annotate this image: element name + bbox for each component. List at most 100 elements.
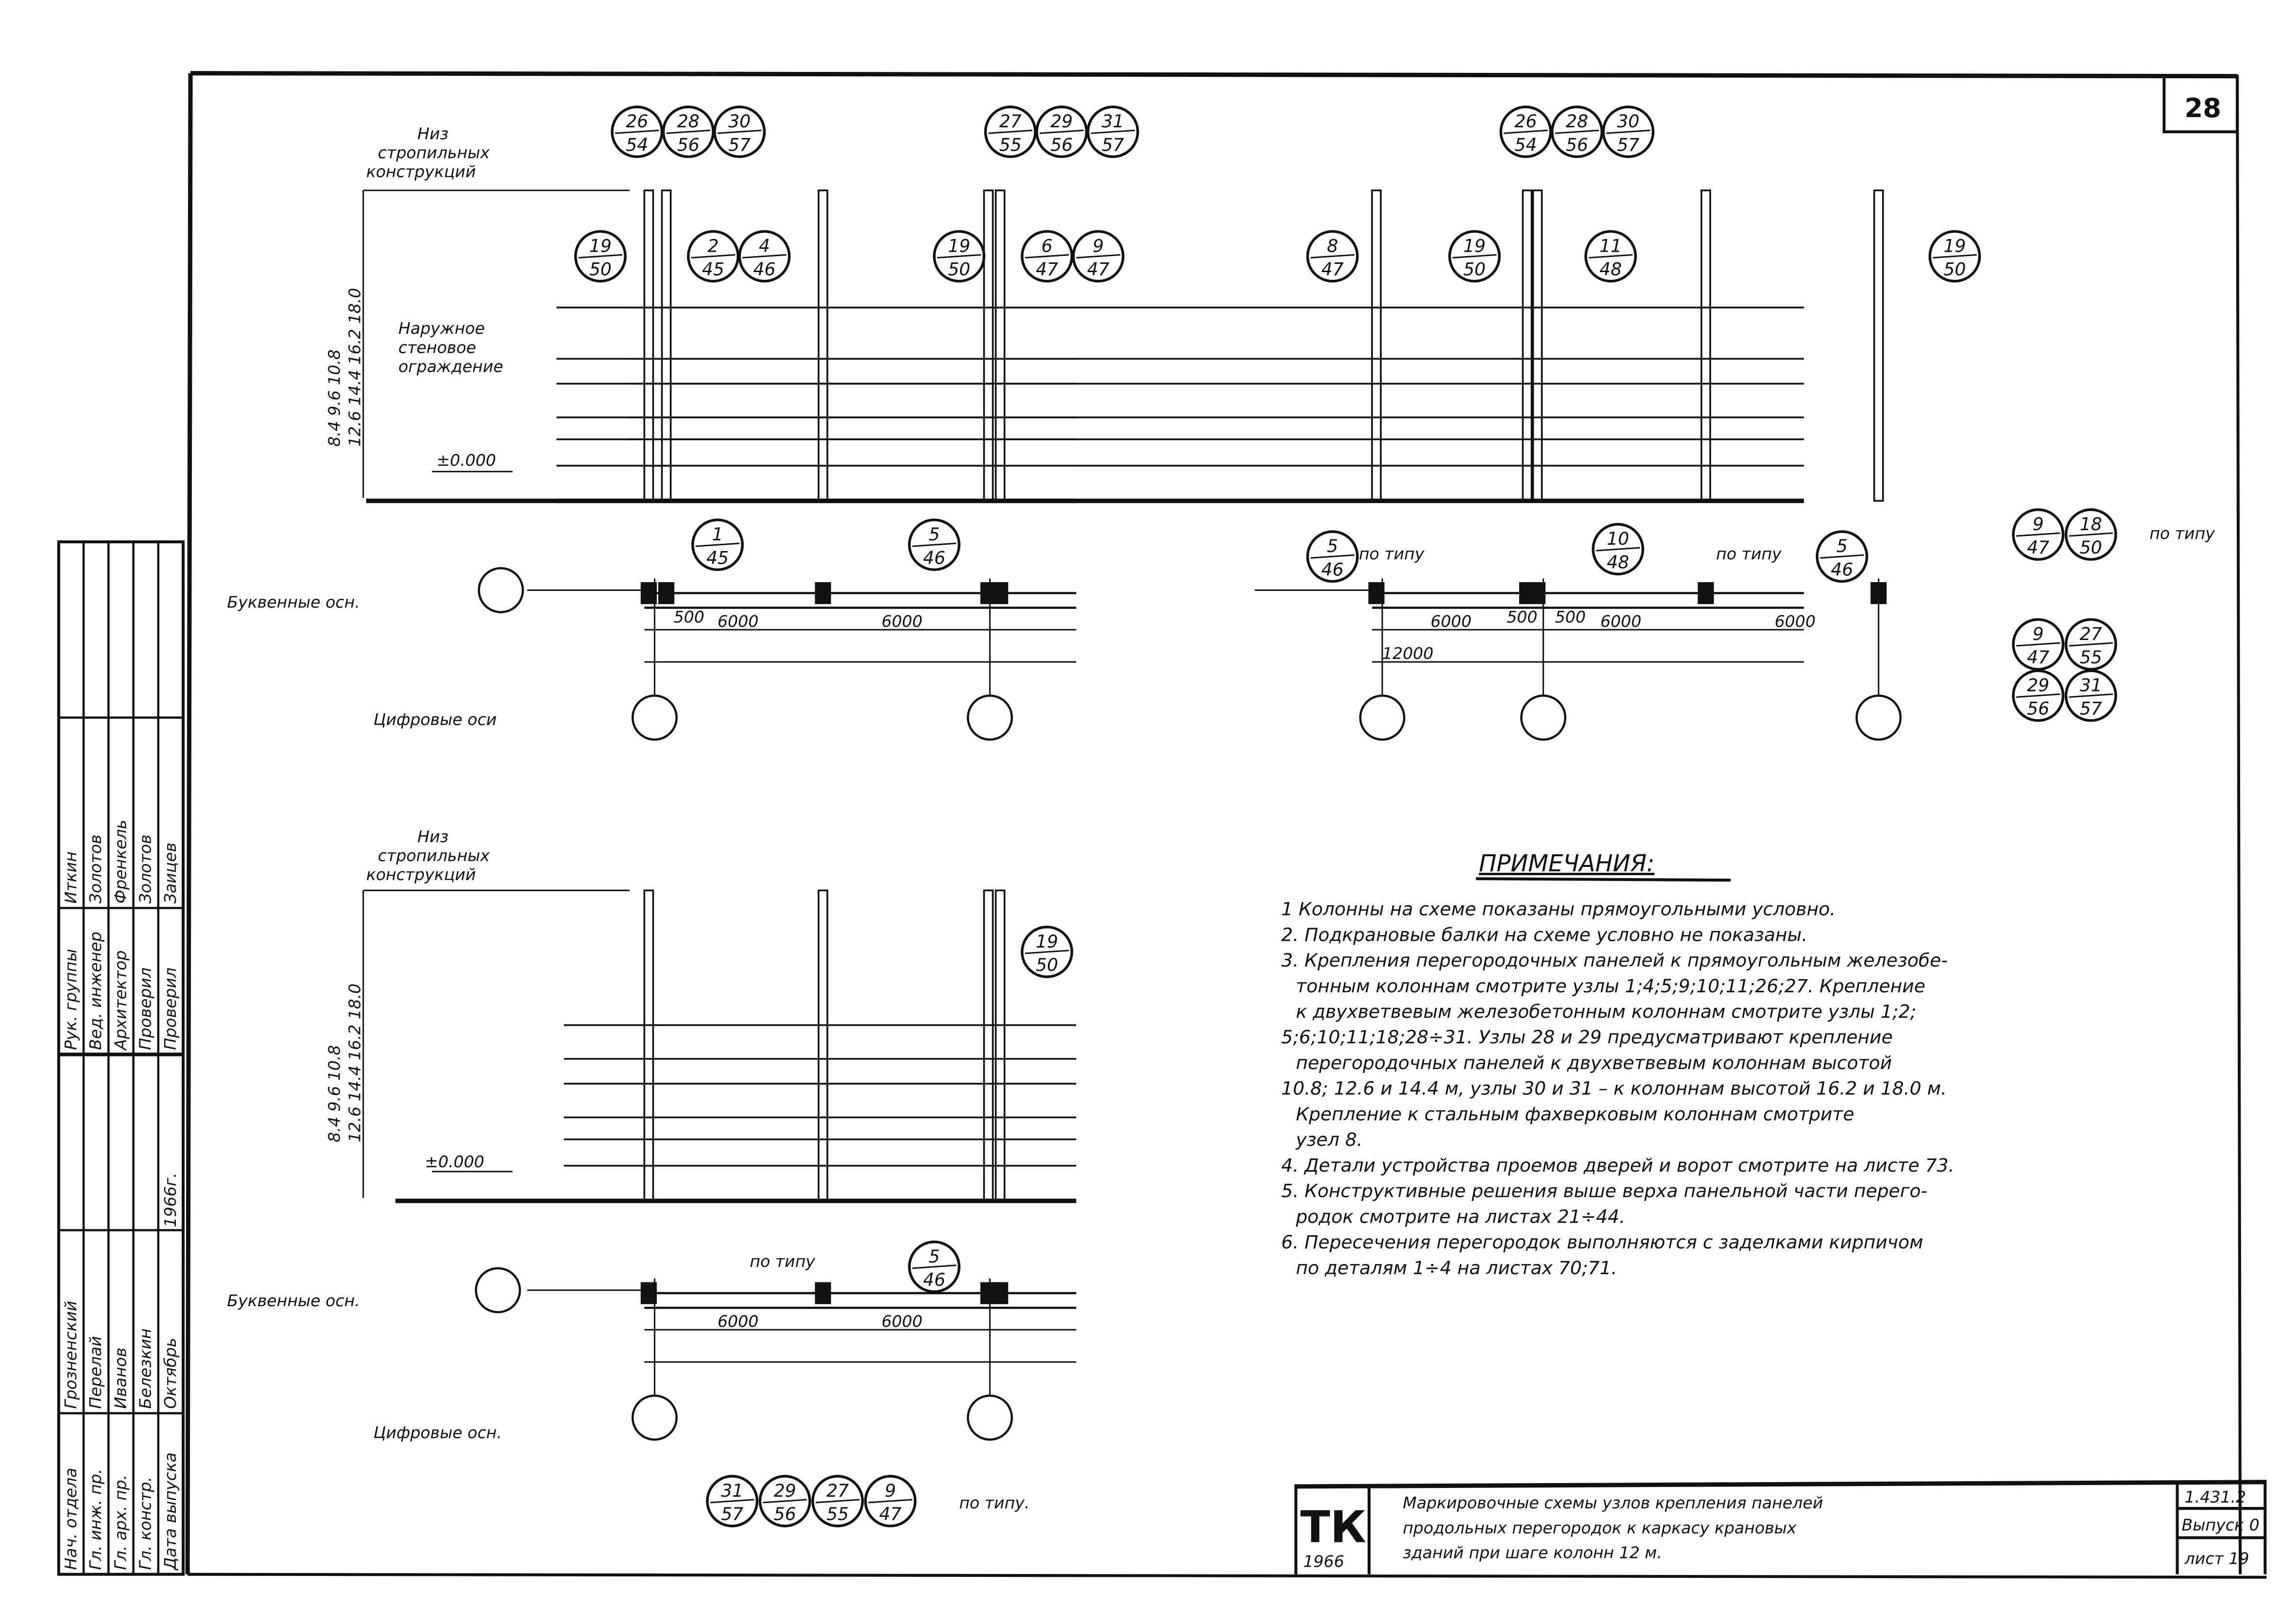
by-type-label: по типу. bbox=[959, 1493, 1029, 1512]
node-number: 28 bbox=[677, 111, 700, 132]
node-marker: 647 bbox=[1021, 230, 1074, 283]
sheet-ref: 54 bbox=[626, 134, 648, 155]
dimension-6000: 6000 bbox=[882, 1312, 923, 1331]
sheet-ref: 46 bbox=[1831, 559, 1853, 580]
node-marker: 546 bbox=[908, 1240, 960, 1293]
node-number: 4 bbox=[759, 235, 770, 256]
title-line: Маркировочные схемы узлов крепления пане… bbox=[1403, 1493, 1823, 1512]
sheet-number: 28 bbox=[2185, 93, 2221, 123]
node-number: 5 bbox=[928, 524, 940, 545]
node-number: 29 bbox=[774, 1480, 796, 1501]
stamp-name: Октябрь bbox=[161, 1338, 180, 1409]
sheet-ref: 56 bbox=[1050, 134, 1073, 155]
stamp-name: Перелай bbox=[86, 1336, 105, 1409]
node-number: 19 bbox=[589, 235, 612, 256]
sheet-ref: 56 bbox=[677, 134, 700, 155]
sheet-ref: 46 bbox=[1321, 559, 1344, 580]
dimension-6000: 6000 bbox=[1775, 612, 1816, 631]
node-number: 2 bbox=[707, 235, 719, 256]
sheet-ref: 48 bbox=[1599, 259, 1622, 280]
heights-label: 8.4 9.6 10.8 bbox=[325, 349, 343, 447]
sheet-ref: 50 bbox=[1036, 954, 1058, 975]
labels-top-left: Низ стропильных конструкций Наружное сте… bbox=[227, 124, 503, 728]
dimension-500: 500 bbox=[674, 607, 704, 626]
node-marker: 546 bbox=[1816, 530, 1868, 583]
letter-axes-label: Буквенные осн. bbox=[227, 593, 360, 612]
node-marker: 947 bbox=[2012, 508, 2065, 561]
labels-top-right: по типу по типу по типу bbox=[1359, 524, 2215, 563]
roof-bottom-label: конструкций bbox=[366, 865, 476, 884]
axis-circle bbox=[967, 694, 1013, 741]
sheet-ref: 46 bbox=[753, 259, 775, 280]
sheet-ref: 47 bbox=[2027, 647, 2049, 668]
dimension-6000: 6000 bbox=[718, 612, 758, 631]
scheme bbox=[556, 189, 1902, 741]
scheme bbox=[362, 889, 1077, 1441]
heights-label: 8.4 9.6 10.8 bbox=[325, 1045, 343, 1142]
sheet-ref: 50 bbox=[948, 259, 970, 280]
axis-circle bbox=[1359, 694, 1405, 741]
axis-circle bbox=[1855, 694, 1902, 741]
dimension-6000: 6000 bbox=[1431, 612, 1472, 631]
node-marker: 847 bbox=[1306, 230, 1359, 283]
node-number: 1 bbox=[712, 524, 723, 545]
stamp-role: Гл. арх. пр. bbox=[111, 1475, 130, 1570]
heights-label: 12.6 14.4 16.2 18.0 bbox=[345, 984, 364, 1142]
sheet-ref: 50 bbox=[2080, 537, 2102, 558]
axis-circle bbox=[478, 567, 524, 613]
node-markers: 2654285630572755295631571950245446195064… bbox=[574, 105, 2117, 1527]
note-line: 10.8; 12.6 и 14.4 м, узлы 30 и 31 – к ко… bbox=[1281, 1078, 1947, 1099]
stamp-role: Рук. группы bbox=[61, 949, 80, 1050]
stamp-name: Золотов bbox=[86, 834, 105, 903]
node-number: 27 bbox=[826, 1480, 849, 1501]
sheet-ref: 47 bbox=[1036, 259, 1058, 280]
roof-bottom-label: стропильных bbox=[378, 143, 490, 162]
node-marker: 947 bbox=[2012, 618, 2065, 671]
sheet-ref: 57 bbox=[2080, 698, 2102, 719]
roof-bottom-label: Низ bbox=[417, 827, 448, 846]
node-number: 19 bbox=[1036, 931, 1058, 952]
sheet-ref: 46 bbox=[923, 547, 945, 568]
node-number: 9 bbox=[2033, 623, 2044, 644]
stamp-name: Заицев bbox=[161, 843, 180, 904]
node-number: 30 bbox=[728, 111, 751, 132]
note-line: 6. Пересечения перегородок выполняются с… bbox=[1281, 1231, 1923, 1253]
by-type-label: по типу bbox=[2149, 524, 2215, 543]
logo: ТК bbox=[1300, 1502, 1366, 1553]
sheet-ref: 56 bbox=[1566, 134, 1588, 155]
sheet-ref: 45 bbox=[702, 259, 724, 280]
zero-mark: ±0.000 bbox=[425, 1152, 484, 1171]
stamp-role: Гл. инж. пр. bbox=[86, 1469, 105, 1570]
roof-bottom-label: конструкций bbox=[366, 162, 476, 181]
sheet-ref: 46 bbox=[923, 1269, 945, 1290]
note-line: тонным колоннам смотрите узлы 1;4;5;9;10… bbox=[1296, 975, 1925, 997]
sheet-ref: 48 bbox=[1607, 552, 1629, 572]
dimension-6000: 6000 bbox=[1600, 612, 1641, 631]
stamp-role: Проверил bbox=[136, 968, 155, 1050]
node-number: 9 bbox=[2033, 514, 2044, 535]
node-number: 27 bbox=[2080, 623, 2102, 644]
node-number: 19 bbox=[1463, 235, 1486, 256]
node-number: 29 bbox=[1050, 111, 1073, 132]
dimension-12000: 12000 bbox=[1382, 644, 1433, 663]
node-marker: 145 bbox=[691, 519, 744, 571]
dimension-6000: 6000 bbox=[718, 1312, 758, 1331]
axis-circle bbox=[967, 1394, 1013, 1441]
node-marker: 546 bbox=[908, 519, 960, 571]
